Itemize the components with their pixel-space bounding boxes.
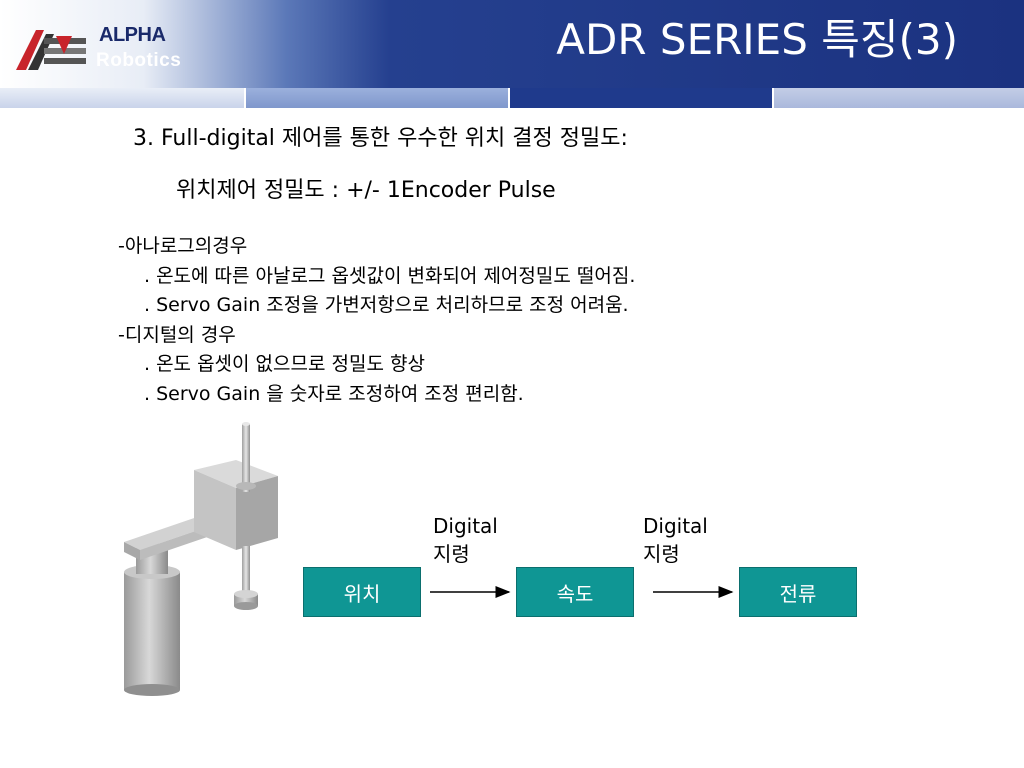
list-item: -디지털의 경우 (118, 323, 236, 346)
digital-command-label-2: Digital 지령 (643, 514, 708, 566)
list-item: -아나로그의경우 (118, 235, 248, 257)
logo-text-robotics: Robotics (96, 50, 182, 71)
velocity-box: 속도 (516, 567, 634, 617)
list-item: . Servo Gain 조정을 가변저항으로 처리하므로 조정 어려움. (144, 294, 629, 316)
list-item: . 온도에 따른 아날로그 옵셋값이 변화되어 제어정밀도 떨어짐. (144, 264, 636, 287)
logo-mark-icon (16, 30, 86, 70)
precision-spec: 위치제어 정밀도 : +/- 1Encoder Pulse (176, 178, 556, 203)
scara-robot-illustration (124, 422, 278, 696)
comparison-list: -아나로그의경우 . 온도에 따른 아날로그 옵셋값이 변화되어 제어정밀도 떨… (118, 232, 635, 409)
list-item: . Servo Gain 을 숫자로 조정하여 조정 편리함. (144, 382, 524, 405)
header-banner: ALPHA Robotics ADR SERIES 특징(3) (0, 0, 1024, 88)
digital-command-label-1: Digital 지령 (433, 514, 498, 566)
section-heading: 3. Full-digital 제어를 통한 우수한 위치 결정 정밀도: (133, 126, 628, 151)
logo-text-alpha: ALPHA (99, 24, 166, 46)
slide-title: ADR SERIES 특징(3) (556, 15, 958, 64)
list-item: . 온도 옵셋이 없으므로 정밀도 향상 (144, 353, 425, 375)
current-box: 전류 (739, 567, 857, 617)
header-stripe (0, 88, 1024, 108)
position-box: 위치 (303, 567, 421, 617)
company-logo: ALPHA Robotics (14, 20, 214, 76)
